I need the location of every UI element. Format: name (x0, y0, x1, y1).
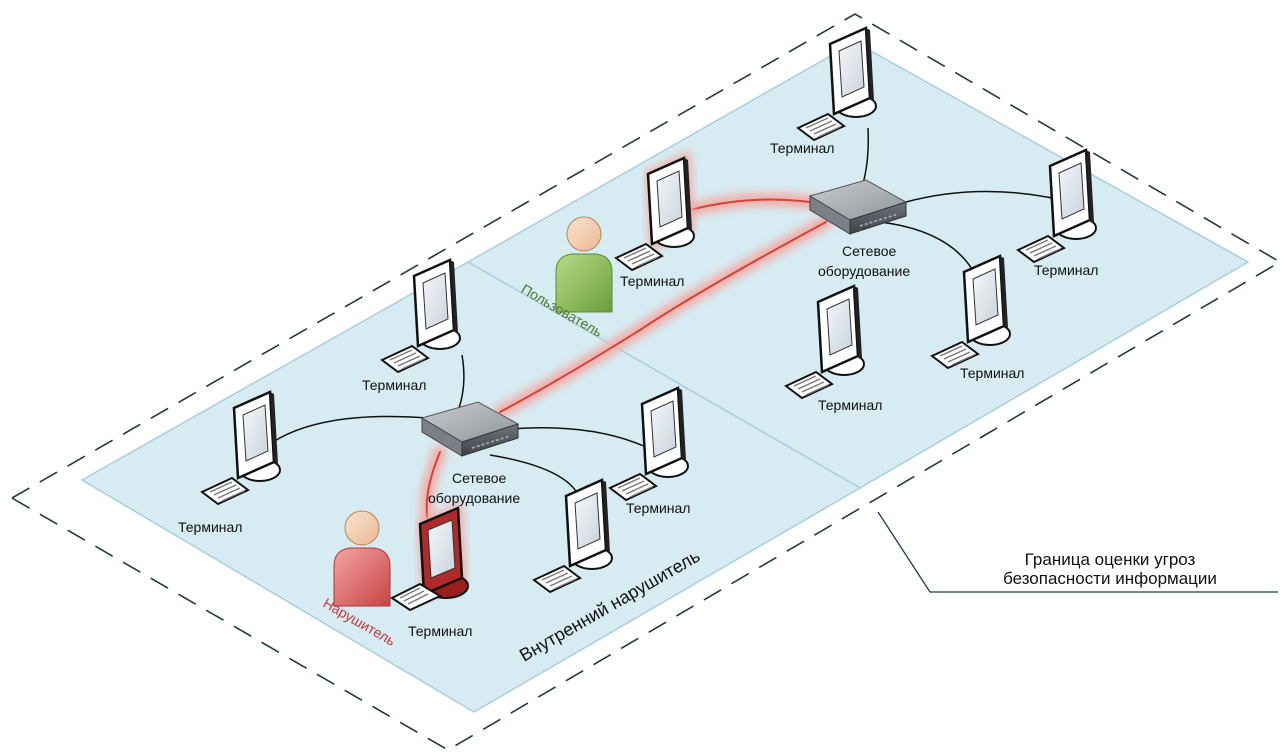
terminal-label: Терминал (1034, 262, 1098, 278)
intruder-person-icon (333, 510, 391, 607)
intruder-terminal-node (390, 501, 469, 612)
zone-lower (80, 261, 862, 713)
network-equipment-label-line1: Сетевое (842, 243, 897, 259)
boundary-caption-line1: Граница оценки угроз (1025, 550, 1196, 569)
network-links (269, 127, 1063, 509)
boundary-caption-line2: безопасности информации (1003, 569, 1217, 588)
network-equipment-label-line2: оборудование (428, 490, 520, 506)
terminal-labels: Терминал Терминал Терминал Терминал Терм… (178, 140, 1098, 639)
user-terminal-node (614, 150, 696, 272)
terminal-label: Терминал (620, 273, 684, 289)
terminal-label: Терминал (818, 397, 882, 413)
network-equipment-labels: Сетевое оборудование Сетевое оборудовани… (428, 243, 910, 506)
terminal-label: Терминал (626, 500, 690, 516)
terminal-label: Терминал (362, 377, 426, 393)
threat-boundary-outline (10, 13, 1282, 751)
terminal-label: Терминал (770, 140, 834, 156)
boundary-callout: Граница оценки угроз безопасности информ… (877, 511, 1278, 593)
network-equipment-label-line2: оборудование (818, 263, 910, 279)
user-person-icon (555, 216, 613, 313)
terminal-label: Терминал (408, 623, 472, 639)
terminal-label: Терминал (960, 365, 1024, 381)
zones (80, 41, 1250, 713)
terminal-label: Терминал (178, 519, 242, 535)
network-equipment-label-line1: Сетевое (452, 470, 507, 486)
